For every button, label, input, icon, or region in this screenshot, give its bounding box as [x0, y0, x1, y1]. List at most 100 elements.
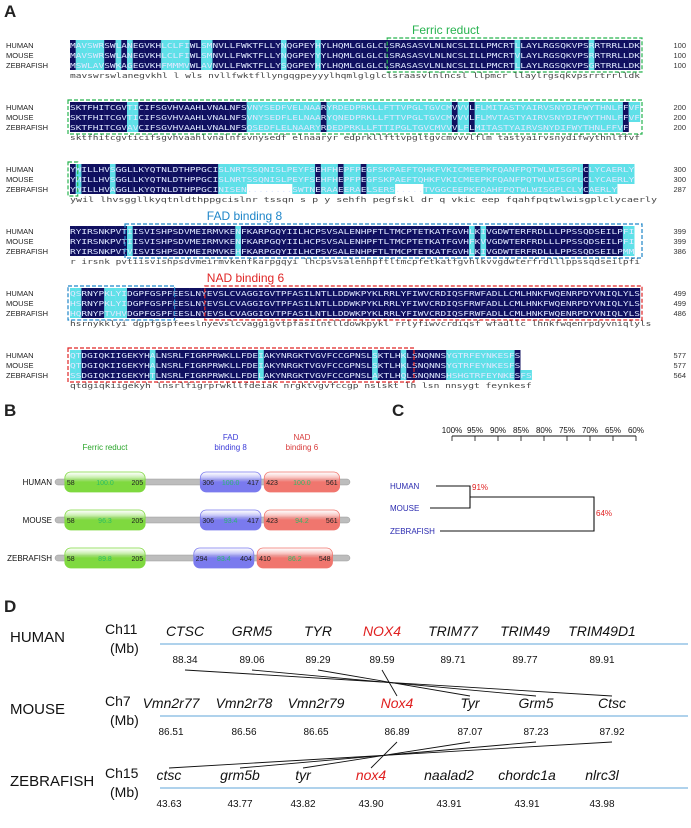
residue-cell: [417, 164, 424, 174]
scale-label: 70%: [582, 426, 598, 435]
residue-cell: [463, 40, 470, 50]
residue-cell: [497, 298, 504, 308]
residue-cell: [543, 102, 549, 112]
residue-cell: [588, 288, 595, 298]
residue-cell: [189, 370, 196, 380]
residue-cell: [560, 60, 567, 70]
sequence-row: RYIRSNKPVTIISVISHPSDVMEIRMVKENFKARPGQYII…: [70, 238, 634, 246]
residue-cell: [389, 60, 396, 70]
species-label: HUMAN: [6, 289, 34, 298]
residue-cell: [412, 102, 418, 112]
residue-cell: [360, 370, 367, 380]
residue-cell: [218, 246, 225, 256]
residue-cell: [172, 60, 179, 70]
residue-cell: [457, 60, 464, 70]
residue-cell: [617, 246, 624, 256]
residue-cell: [565, 50, 572, 60]
residue-cell: [161, 360, 168, 370]
residue-cell: [394, 370, 401, 380]
residue-cell: [514, 184, 521, 194]
residue-cell: [469, 226, 475, 236]
residue-cell: [531, 174, 538, 184]
residue-cell: [406, 226, 413, 236]
residue-cell: [263, 350, 270, 360]
residue-cell: [343, 360, 350, 370]
residue-cell: [412, 246, 418, 256]
residue-cell: [400, 298, 407, 308]
residue-cell: [92, 102, 99, 112]
residue-cell: [588, 298, 595, 308]
residue-cell: [178, 50, 185, 60]
residue-cell: [326, 102, 333, 112]
gene-name: GRM5: [232, 623, 273, 639]
residue-cell: [451, 184, 458, 194]
residue-cell: [98, 360, 105, 370]
residue-cell: [286, 60, 293, 70]
residue-cell: [298, 60, 304, 70]
residue-cell: [497, 184, 504, 194]
residue-cell: [514, 226, 521, 236]
residue-cell: [560, 122, 567, 132]
residue-cell: [537, 112, 544, 122]
residue-cell: [622, 246, 629, 256]
residue-cell: [121, 60, 128, 70]
residue-cell: [172, 246, 179, 256]
residue-cell: [588, 246, 595, 256]
residue-cell: [223, 184, 230, 194]
residue-cell: [184, 112, 190, 122]
residue-cell: [457, 226, 464, 236]
residue-cell: [423, 288, 430, 298]
domain-box-fad: [124, 223, 643, 259]
residue-cell: [594, 308, 601, 318]
domain-end: 561: [326, 518, 338, 525]
residue-cell: [332, 298, 339, 308]
residue-cell: [144, 40, 150, 50]
residue-cell: [617, 308, 624, 318]
residue-cell: [577, 226, 584, 236]
residue-cell: [98, 370, 105, 380]
residue-cell: [235, 246, 242, 256]
residue-cell: [326, 226, 333, 236]
residue-cell: [469, 370, 475, 380]
residue-cell: [372, 370, 378, 380]
residue-cell: [337, 298, 344, 308]
residue-cell: [560, 184, 567, 194]
residue-cell: [201, 184, 207, 194]
residue-cell: [577, 122, 584, 132]
residue-cell: [98, 40, 105, 50]
residue-cell: [372, 288, 378, 298]
residue-cell: [172, 40, 179, 50]
residue-cell: [109, 350, 116, 360]
residue-cell: [469, 112, 475, 122]
gene-position: 43.91: [514, 799, 539, 810]
residue-cell: [235, 174, 242, 184]
residue-cell: [223, 246, 230, 256]
scale-label: 100%: [442, 426, 462, 435]
residue-cell: [486, 60, 492, 70]
residue-cell: [554, 102, 561, 112]
residue-cell: [577, 60, 584, 70]
residue-cell: [178, 298, 185, 308]
residue-cell: [383, 174, 390, 184]
residue-cell: [491, 298, 498, 308]
residue-cell: [138, 246, 145, 256]
residue-cell: [298, 50, 304, 60]
residue-cell: [246, 226, 253, 236]
residue-cell: [622, 50, 629, 60]
residue-cell: [469, 60, 475, 70]
residue-cell: [292, 60, 299, 70]
residue-cell: [480, 174, 487, 184]
residue-cell: [303, 174, 310, 184]
residue-cell: [138, 40, 145, 50]
residue-cell: [474, 246, 481, 256]
residue-cell: [577, 174, 584, 184]
residue-cell: [366, 350, 373, 360]
residue-cell: [98, 184, 105, 194]
residue-cell: [594, 164, 601, 174]
residue-cell: [394, 236, 401, 246]
residue-cell: [92, 360, 99, 370]
residue-cell: [611, 298, 618, 308]
residue-cell: [571, 174, 578, 184]
residue-cell: [611, 164, 618, 174]
synteny-species: ZEBRAFISH: [10, 773, 94, 790]
